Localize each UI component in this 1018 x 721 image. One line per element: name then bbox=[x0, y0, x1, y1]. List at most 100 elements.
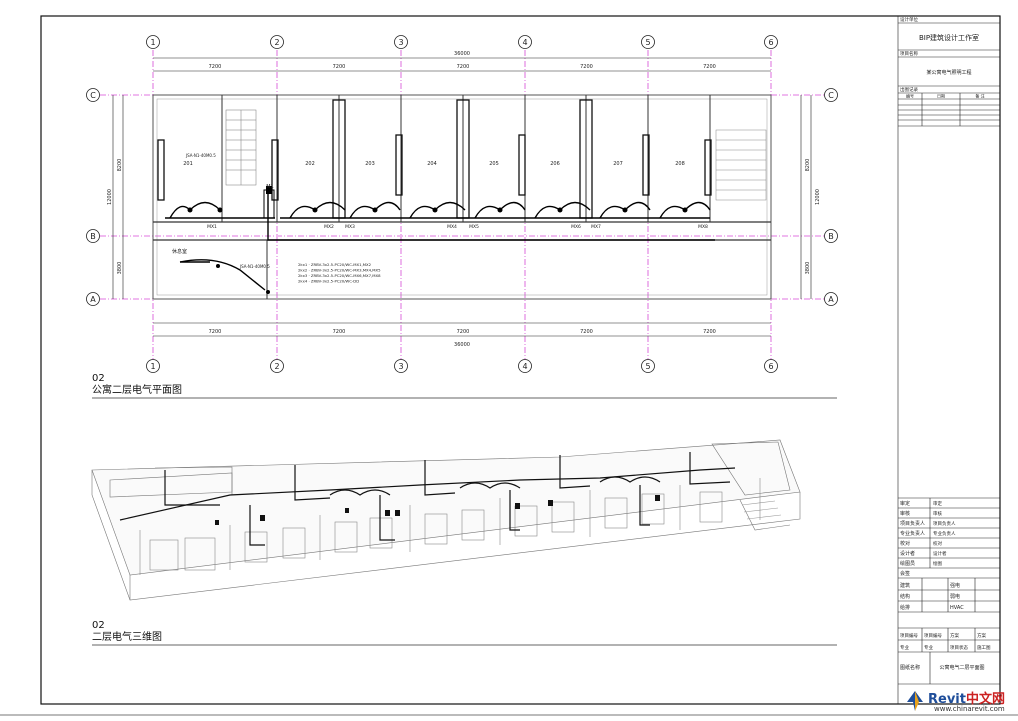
grid-bubble-bottom-2-circle bbox=[270, 359, 284, 373]
grid-bubble-top-4-circle bbox=[518, 35, 532, 49]
room-number-207: 207 bbox=[613, 161, 623, 167]
tb-design-unit-label: 设计单位 bbox=[900, 16, 918, 23]
tb-role-label: 专业负责人 bbox=[900, 530, 925, 537]
watermark-url: www.chinarevit.com bbox=[934, 705, 1005, 713]
dim-side-total-left: 12000 bbox=[107, 189, 113, 205]
tb-rev-header: 备 注 bbox=[975, 93, 984, 99]
dim-top: 7200 bbox=[703, 64, 716, 70]
plan-view-title: 02 公寓二层电气平面图 bbox=[92, 373, 182, 397]
plan-view-number: 02 bbox=[92, 373, 105, 384]
mx-label: MX3 bbox=[345, 224, 355, 230]
dim-side-left: 8200 bbox=[117, 159, 123, 172]
dim-total-top: 36000 bbox=[454, 51, 470, 57]
tb-sign-discipline: 建筑 bbox=[900, 582, 910, 589]
tb-project-name: 某公寓电气照明工程 bbox=[926, 69, 971, 76]
dim-top: 7200 bbox=[209, 64, 222, 70]
tb-firm-name: BIP建筑设计工作室 bbox=[919, 33, 979, 42]
grid-bubble-bottom-5: 5 bbox=[645, 362, 650, 371]
circuit-note: 2kx2 · ZRBV-3x2.5-PC20/WC-MX3,MX4,MX5 bbox=[298, 268, 381, 273]
isometric-3d-view bbox=[91, 439, 801, 601]
tb-info-row-2: 施工图 bbox=[977, 644, 991, 651]
tb-revision-label: 出图记录 bbox=[900, 86, 918, 93]
room-number-208: 208 bbox=[675, 161, 685, 167]
tb-sign-discipline: 弱电 bbox=[950, 593, 960, 600]
grid-bubble-bottom-1: 1 bbox=[150, 362, 155, 371]
tb-sign-discipline: HVAC bbox=[950, 605, 964, 611]
grid-bubble-bottom-2: 2 bbox=[274, 362, 279, 371]
tb-role-value: 审定 bbox=[933, 500, 942, 507]
tb-role-value: 绘图 bbox=[933, 560, 942, 567]
tb-role-label: 校对 bbox=[900, 540, 910, 547]
dim-bottom: 7200 bbox=[209, 329, 222, 335]
room-number-201: 201 bbox=[183, 161, 193, 167]
grid-bubble-left-C-circle bbox=[86, 88, 100, 102]
dim-side-right: 8200 bbox=[805, 159, 811, 172]
grid-bubble-top-3: 3 bbox=[398, 38, 403, 47]
grid-bubble-right-B: B bbox=[828, 232, 834, 241]
grid-bubble-bottom-4: 4 bbox=[522, 362, 527, 371]
cable-tag: JSA-N1-40M0.5 bbox=[239, 264, 270, 269]
sheet-border bbox=[40, 15, 1001, 705]
grid-bubble-left-A-circle bbox=[86, 292, 100, 306]
tb-info-row-1: 方案 bbox=[950, 632, 959, 639]
tb-info-row-1: 项目编号 bbox=[900, 632, 918, 639]
room-number-202: 202 bbox=[305, 161, 315, 167]
room-number-206: 206 bbox=[550, 161, 560, 167]
room-number-205: 205 bbox=[489, 161, 499, 167]
tb-project-name-label: 项目名称 bbox=[900, 50, 918, 57]
tb-info-row-1: 方案 bbox=[977, 632, 986, 639]
circuit-note: 2kx3 · ZRBV-3x2.5-PC20/WC-MX6,MX7,MX8 bbox=[298, 273, 381, 278]
tb-role-label: 绘图员 bbox=[900, 560, 915, 567]
circuit-note: 2kx4 · ZRBV-3x2.5-PC20/WC-DD bbox=[298, 279, 359, 284]
dim-bottom: 7200 bbox=[457, 329, 470, 335]
dim-bottom: 7200 bbox=[580, 329, 593, 335]
title-block bbox=[897, 16, 1000, 704]
grid-bubble-top-4: 4 bbox=[522, 38, 527, 47]
mx-label: MX5 bbox=[469, 224, 479, 230]
dim-side-total-right: 12000 bbox=[815, 189, 821, 205]
tb-drawing-name-label: 图纸名称 bbox=[900, 664, 920, 671]
revit-logo-icon bbox=[907, 691, 923, 711]
grid-bubble-left-B: B bbox=[90, 232, 96, 241]
grid-bubble-bottom-6-circle bbox=[764, 359, 778, 373]
tb-info-row-2: 项目状态 bbox=[950, 644, 968, 651]
tb-role-value: 审核 bbox=[933, 510, 942, 517]
tb-role-label: 设计者 bbox=[900, 550, 915, 557]
mx-label: MX7 bbox=[591, 224, 601, 230]
grid-bubble-left-B-circle bbox=[86, 229, 100, 243]
grid-bubble-top-3-circle bbox=[394, 35, 408, 49]
tb-role-label: 审定 bbox=[900, 500, 910, 507]
grid-bubble-top-6: 6 bbox=[768, 38, 773, 47]
grid-bubble-top-5-circle bbox=[641, 35, 655, 49]
tb-info-row-2: 专业 bbox=[900, 644, 909, 651]
dim-top: 7200 bbox=[457, 64, 470, 70]
grid-bubble-top-2-circle bbox=[270, 35, 284, 49]
mx-label: MX8 bbox=[698, 224, 708, 230]
grid-bubble-bottom-6: 6 bbox=[768, 362, 773, 371]
room-number-204: 204 bbox=[427, 161, 437, 167]
tb-info-row-2: 专业 bbox=[924, 644, 933, 651]
tb-role-label: 审核 bbox=[900, 510, 910, 517]
panel-label: M1 bbox=[266, 184, 274, 190]
dim-total-bottom: 36000 bbox=[454, 342, 470, 348]
mx-label: MX2 bbox=[324, 224, 334, 230]
tb-role-value: 校对 bbox=[933, 540, 942, 547]
grid-bubble-top-1-circle bbox=[146, 35, 160, 49]
tb-rev-header: 编号 bbox=[906, 93, 914, 99]
dim-bottom: 7200 bbox=[703, 329, 716, 335]
mx-label: MX1 bbox=[207, 224, 217, 230]
tb-sign-label: 会签 bbox=[900, 570, 910, 577]
grid-bubble-top-2: 2 bbox=[274, 38, 279, 47]
room-number-203: 203 bbox=[365, 161, 375, 167]
dim-side-right: 3800 bbox=[805, 262, 811, 275]
mx-label: MX6 bbox=[571, 224, 581, 230]
tb-role-label: 项目负责人 bbox=[900, 520, 925, 527]
tb-sign-discipline: 结构 bbox=[900, 593, 910, 600]
revit-watermark: Revit中文网 www.chinarevit.com bbox=[904, 688, 1014, 718]
room-label-lounge: 休息室 bbox=[172, 248, 187, 255]
dim-bottom: 7200 bbox=[333, 329, 346, 335]
tb-role-value: 专业负责人 bbox=[933, 530, 956, 537]
tb-info-row-1: 项目编号 bbox=[924, 632, 942, 639]
